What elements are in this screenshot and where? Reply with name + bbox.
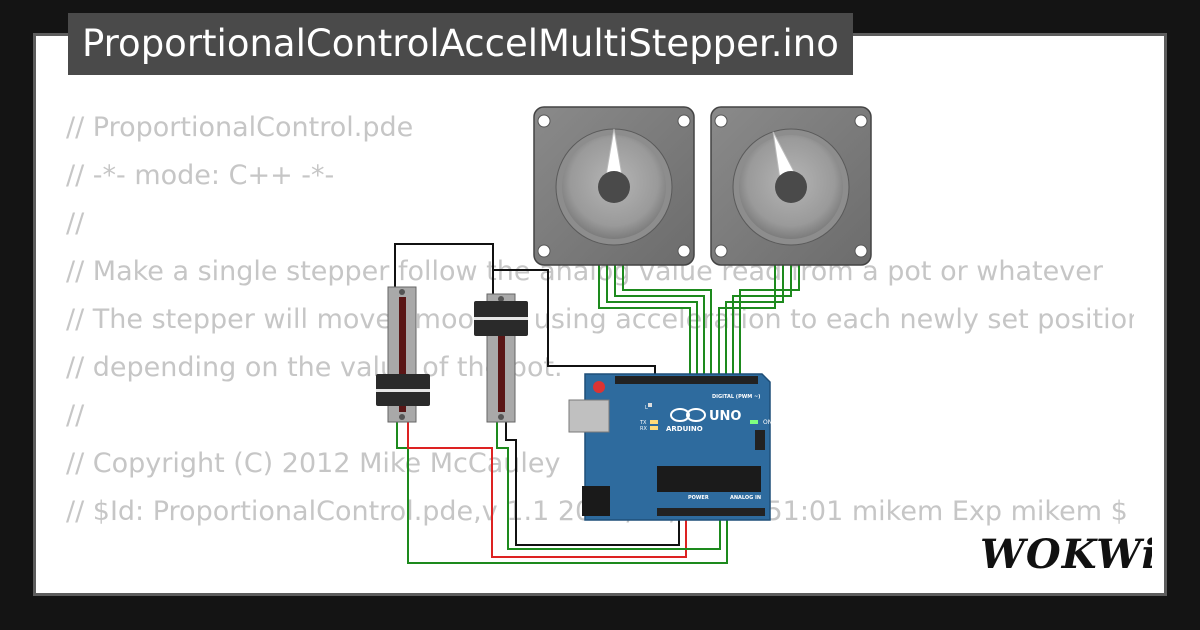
arduino-power-label: POWER <box>688 495 709 501</box>
ground-wire[interactable] <box>394 243 656 382</box>
arduino-analog-label: ANALOG IN <box>730 495 761 501</box>
code-line: // -*- mode: C++ -*- <box>66 160 335 191</box>
code-line: // Only derived from the ProportionalCon… <box>66 584 1134 593</box>
code-line: // ProportionalControl.pde <box>66 112 414 143</box>
code-line: // <box>66 208 85 239</box>
arduino-rx-label: RX <box>640 426 647 432</box>
project-title[interactable]: ProportionalControlAccelMultiStepper.ino <box>68 13 853 75</box>
arduino-digital-label: DIGITAL (PWM ~) <box>712 394 760 400</box>
slide-potentiometer-1[interactable] <box>376 286 430 423</box>
arduino-on-label: ON <box>763 419 772 426</box>
arduino-brand-label: ARDUINO <box>666 425 703 433</box>
stepper-motor-1[interactable] <box>533 106 695 266</box>
wokwi-logo-text: WOKWi <box>980 531 1152 576</box>
stepper-motor-2[interactable] <box>710 106 872 266</box>
arduino-l-label: L <box>645 405 648 411</box>
motor-wires[interactable] <box>598 265 800 382</box>
wokwi-logo: WOKWi <box>980 531 1152 576</box>
code-line: // $Id: ProportionalControl.pde,v 1.1 20… <box>66 496 1128 527</box>
code-line: // Copyright (C) 2012 Mike McCauley <box>66 448 561 479</box>
pot-wires[interactable] <box>396 420 728 564</box>
slide-potentiometer-2[interactable] <box>474 293 528 423</box>
arduino-tx-label: TX <box>639 420 647 426</box>
code-line: // The stepper will move smoothly using … <box>66 304 1134 335</box>
code-line: // <box>66 400 85 431</box>
code-line <box>66 536 1134 584</box>
arduino-model-label: UNO <box>709 409 742 424</box>
arduino-uno-board[interactable]: UNO ARDUINO ON TX RX L DIGITAL (PWM ~) P… <box>568 373 772 521</box>
code-listing: // ProportionalControl.pde // -*- mode: C… <box>66 104 1134 593</box>
